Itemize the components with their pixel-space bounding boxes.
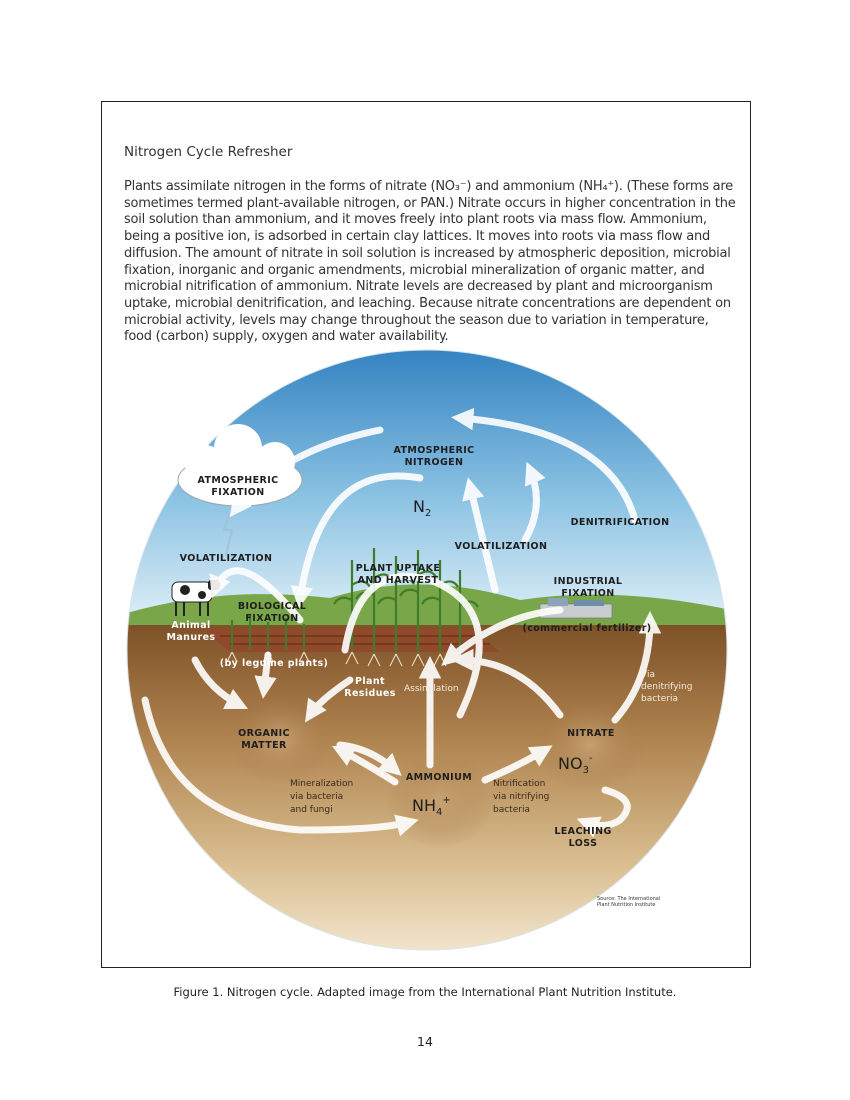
arrow-nitrate-to-denit bbox=[611, 611, 662, 724]
arrow-to-biological bbox=[290, 472, 424, 609]
section-body-text: Plants assimilate nitrogen in the forms … bbox=[124, 179, 736, 345]
section-heading: Nitrogen Cycle Refresher bbox=[124, 144, 293, 160]
legume-plants bbox=[231, 615, 305, 650]
figure-caption: Figure 1. Nitrogen cycle. Adapted image … bbox=[173, 985, 677, 999]
lightning-bolt-icon bbox=[222, 505, 234, 556]
arrow-cycle-inner bbox=[341, 572, 483, 719]
arrow-volatilization-left bbox=[209, 567, 304, 624]
label-denitrification: DENITRIFICATION bbox=[571, 517, 670, 528]
arrow-ammonium-to-om bbox=[331, 745, 399, 786]
label-ammonium: AMMONIUM bbox=[406, 772, 472, 783]
arrow-nitrification bbox=[481, 745, 553, 784]
label-n2: N2 bbox=[413, 497, 431, 519]
arrow-legume-to-om bbox=[254, 651, 277, 699]
arrow-residues-to-om bbox=[305, 676, 354, 723]
label-commercial-fertilizer: (commercial fertilizer) bbox=[522, 623, 651, 634]
arrow-nitrate-uptake bbox=[451, 648, 564, 719]
arrow-industrial-up bbox=[521, 461, 546, 544]
nitrate-pool bbox=[535, 697, 645, 793]
arrow-volatilization-right bbox=[462, 477, 499, 594]
label-legume-plants: (by legume plants) bbox=[220, 658, 329, 669]
label-assimilation: Assimilation bbox=[404, 684, 459, 694]
arrow-om-to-ammonium bbox=[336, 741, 402, 776]
label-volatilization-right: VOLATILIZATION bbox=[455, 541, 548, 552]
label-volatilization-left: VOLATILIZATION bbox=[180, 553, 273, 564]
arrow-bottom-sweep bbox=[141, 696, 419, 837]
label-nitrate: NITRATE bbox=[567, 728, 615, 739]
arrow-leaching bbox=[576, 786, 631, 838]
page-number: 14 bbox=[417, 1034, 433, 1049]
label-nh4: NH4+ bbox=[412, 795, 451, 818]
flow-arrows bbox=[141, 407, 662, 838]
arrow-manure-to-om bbox=[191, 656, 249, 710]
corn-plants bbox=[333, 548, 479, 652]
label-no3: NO3- bbox=[558, 753, 593, 776]
ammonium-pool bbox=[385, 752, 495, 848]
cloud bbox=[177, 424, 303, 507]
arrow-atm-to-fixation bbox=[229, 426, 384, 518]
arrow-denitrification bbox=[451, 407, 639, 524]
